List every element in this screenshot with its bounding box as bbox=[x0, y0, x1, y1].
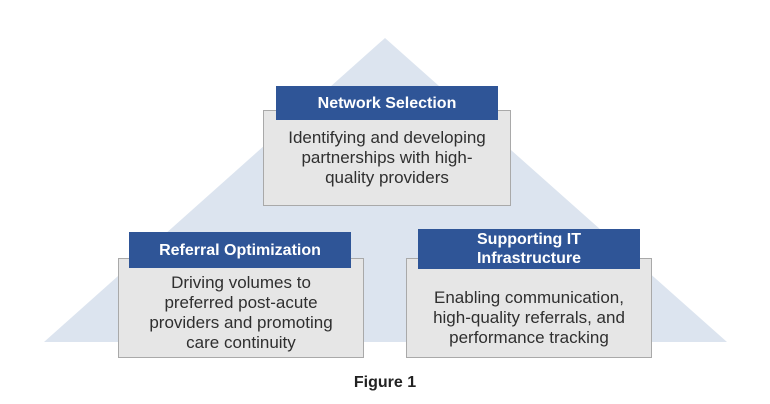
referral-optimization-title: Referral Optimization bbox=[129, 232, 351, 268]
network-selection-text: Identifying and developing partnerships … bbox=[263, 110, 511, 206]
supporting-it-title: Supporting IT Infrastructure bbox=[418, 229, 640, 269]
referral-optimization-text: Driving volumes to preferred post-acute … bbox=[118, 258, 364, 358]
figure-caption: Figure 1 bbox=[353, 374, 417, 391]
network-selection-title: Network Selection bbox=[276, 86, 498, 120]
supporting-it-text: Enabling communication, high-quality ref… bbox=[406, 258, 652, 358]
